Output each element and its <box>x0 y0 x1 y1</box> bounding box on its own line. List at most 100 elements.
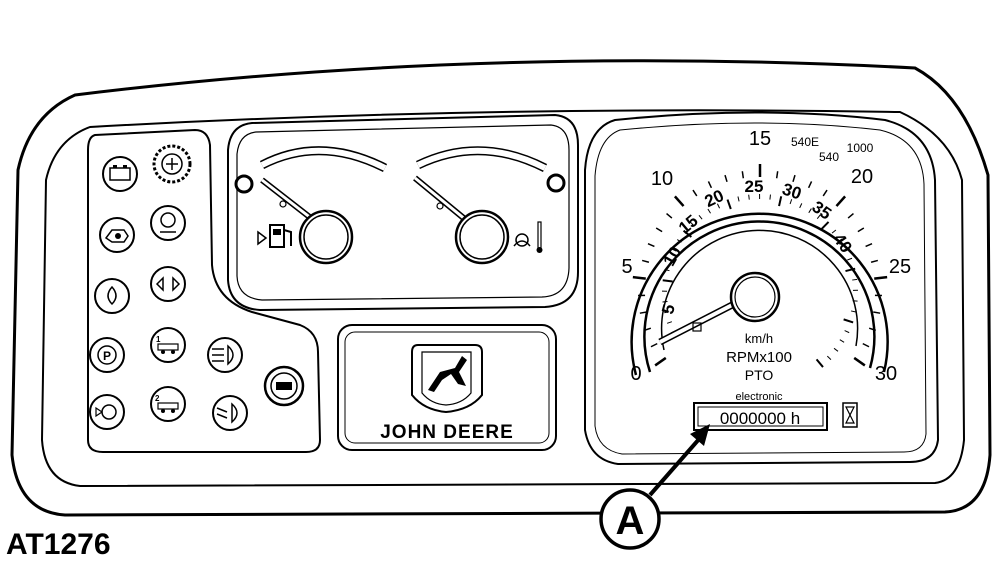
speed-tick <box>741 171 745 179</box>
fuel-pump-icon <box>257 224 292 248</box>
brand-logo-plate: JOHN DEERE <box>337 324 557 451</box>
oil-pressure-icon <box>99 217 135 253</box>
hydraulic-icon <box>94 278 130 314</box>
speedometer-panel-inner <box>594 122 927 455</box>
speed-tick <box>865 242 873 248</box>
rpm-tick <box>769 194 771 200</box>
speed-tick <box>835 195 847 207</box>
pto-mark-540e: 540E <box>791 135 819 149</box>
rpm-label-30: 30 <box>780 180 804 204</box>
rpm-tick <box>843 247 848 251</box>
speed-tick <box>673 195 685 207</box>
rpm-tick <box>726 199 732 210</box>
fuel-gauge <box>234 146 388 265</box>
speed-tick <box>847 213 854 219</box>
speed-tick <box>792 174 796 183</box>
speedometer-needle <box>658 271 781 346</box>
brand-wordmark: JOHN DEERE <box>380 422 514 443</box>
rpm-tick <box>667 258 673 262</box>
rpm-tick <box>664 311 670 314</box>
svg-text:1: 1 <box>156 335 161 344</box>
speed-tick <box>643 327 652 332</box>
rpm-tick <box>845 267 856 273</box>
speed-tick <box>632 275 646 280</box>
hour-meter-value: 0000000 h <box>720 409 800 428</box>
speed-tick <box>853 356 866 367</box>
rpm-tick <box>816 214 821 220</box>
speed-label-5: 5 <box>621 256 632 278</box>
speed-tick <box>873 311 881 314</box>
speed-tick <box>857 227 865 233</box>
inner-bezel <box>40 109 966 488</box>
turn-signal-icon <box>150 266 186 302</box>
coolant-temperature-gauge <box>413 146 566 265</box>
rpm-tick <box>676 239 682 243</box>
rpm-tick <box>843 318 854 324</box>
callout-circle <box>599 488 661 550</box>
unit-kmh: km/h <box>745 331 773 346</box>
speed-tick <box>641 259 650 263</box>
speed-tick <box>862 342 870 348</box>
rpm-tick <box>837 238 843 242</box>
unit-pto: PTO <box>745 367 774 383</box>
rpm-label-5: 5 <box>658 302 679 316</box>
rpm-tick <box>662 279 673 283</box>
unit-rpm: RPMx100 <box>726 349 792 366</box>
rpm-tick <box>833 347 839 352</box>
rpm-tick <box>748 194 750 200</box>
speed-tick <box>870 259 879 263</box>
speed-tick <box>807 181 813 189</box>
brake-fluid-icon <box>89 394 125 430</box>
speed-tick <box>647 242 655 248</box>
hourglass-icon <box>842 402 858 428</box>
high-beam-icon <box>207 337 243 373</box>
speed-label-30: 30 <box>875 363 897 385</box>
rpm-tick <box>847 257 853 261</box>
speed-label-25: 25 <box>889 256 911 278</box>
speed-label-0: 0 <box>630 363 641 385</box>
rpm-tick <box>826 355 832 360</box>
callout-arrow <box>648 424 710 497</box>
speed-scale-ticks <box>632 164 888 367</box>
outer-housing <box>10 59 992 517</box>
figure-code: AT1276 <box>6 528 111 561</box>
transmission-icon <box>150 205 186 241</box>
callout-letter: A <box>616 499 645 543</box>
rpm-tick <box>815 358 824 368</box>
air-filter-icon <box>152 144 192 184</box>
speed-tick <box>692 189 698 197</box>
warning-lamp-panel <box>87 128 322 453</box>
rpm-tick <box>662 301 668 303</box>
svg-text:P: P <box>103 349 111 363</box>
rpm-tick <box>664 269 670 272</box>
speed-tick <box>874 275 888 280</box>
rpm-tick <box>671 248 677 252</box>
first-trailer-icon: 1 <box>150 327 186 363</box>
rpm-tick <box>690 222 695 227</box>
speed-label-10: 10 <box>651 168 673 190</box>
speed-tick <box>775 171 779 179</box>
rpm-tick <box>737 196 740 202</box>
hour-meter-caption: electronic <box>735 391 783 403</box>
rpm-tick <box>808 208 812 214</box>
speedometer-dial <box>630 212 889 376</box>
rpm-tick <box>852 278 858 281</box>
speed-tick <box>724 174 728 183</box>
second-trailer-icon: 2 <box>150 386 186 422</box>
leaping-deer-logo <box>411 344 483 414</box>
parking-brake-icon: P <box>89 337 125 373</box>
pto-mark-1000: 1000 <box>847 141 874 155</box>
svg-text:2: 2 <box>155 394 160 403</box>
speed-label-15: 15 <box>749 128 771 150</box>
rpm-label-25: 25 <box>745 177 764 196</box>
speed-tick <box>650 342 658 348</box>
rpm-tick <box>844 330 850 334</box>
gauge-panel <box>227 113 579 312</box>
rpm-tick <box>839 339 845 343</box>
rpm-tick <box>820 221 830 230</box>
rpm-label-20: 20 <box>702 186 727 211</box>
speed-tick <box>666 213 673 219</box>
low-beam-icon <box>212 395 248 431</box>
gauge-panel-inner <box>236 124 570 301</box>
